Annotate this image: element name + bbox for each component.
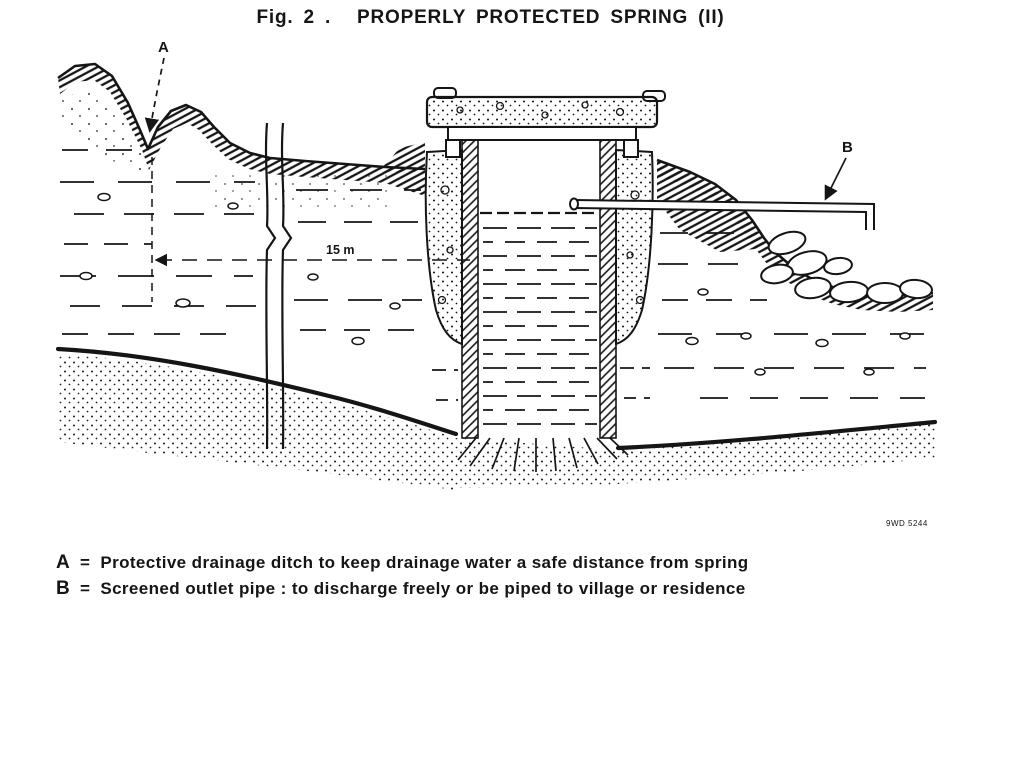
- chamber-water: [480, 211, 598, 425]
- legend-key-a: A: [56, 552, 71, 573]
- legend-item-a: A = Protective drainage ditch to keep drai…: [56, 550, 956, 576]
- legend: A = Protective drainage ditch to keep drai…: [56, 550, 956, 602]
- soil-stones: [79, 192, 911, 376]
- break-lines: [264, 122, 293, 450]
- soil-water-dashes: [60, 149, 928, 401]
- spring-box-walls: [461, 139, 617, 439]
- legend-key-b: B: [56, 578, 71, 599]
- dimension-label: 15 m: [326, 243, 355, 257]
- legend-item-b: B = Screened outlet pipe : to discharge fr…: [56, 576, 956, 602]
- spring-diagram: 15 m A B 9WD 5244: [55, 39, 938, 528]
- ground-surface-left: [57, 62, 426, 210]
- spring-box-concrete: [424, 148, 654, 346]
- figure-title: Fig. 2 . PROPERLY PROTECTED SPRING (II): [0, 7, 1011, 29]
- figure-number: Fig. 2 .: [256, 7, 332, 28]
- legend-separator-b: =: [80, 579, 91, 598]
- label-a: A: [158, 39, 169, 56]
- legend-separator-a: =: [80, 553, 91, 572]
- spring-box-cover: [425, 87, 666, 158]
- legend-text-a: Protective drainage ditch to keep draina…: [100, 553, 749, 572]
- outlet-rock-pile: [760, 230, 933, 304]
- figure-caption: PROPERLY PROTECTED SPRING (II): [357, 7, 725, 28]
- pipe-screen-cap: [569, 197, 579, 211]
- impervious-layer: [55, 346, 938, 490]
- spring-inflow-lines: [457, 437, 629, 472]
- print-code: 9WD 5244: [886, 519, 928, 528]
- label-b: B: [842, 139, 853, 156]
- label-a-callout: A: [144, 39, 169, 133]
- distance-dimension: 15 m: [151, 157, 470, 302]
- outlet-pipe: [569, 197, 875, 230]
- label-b-callout: B: [824, 139, 853, 201]
- legend-text-b: Screened outlet pipe : to discharge free…: [100, 579, 746, 598]
